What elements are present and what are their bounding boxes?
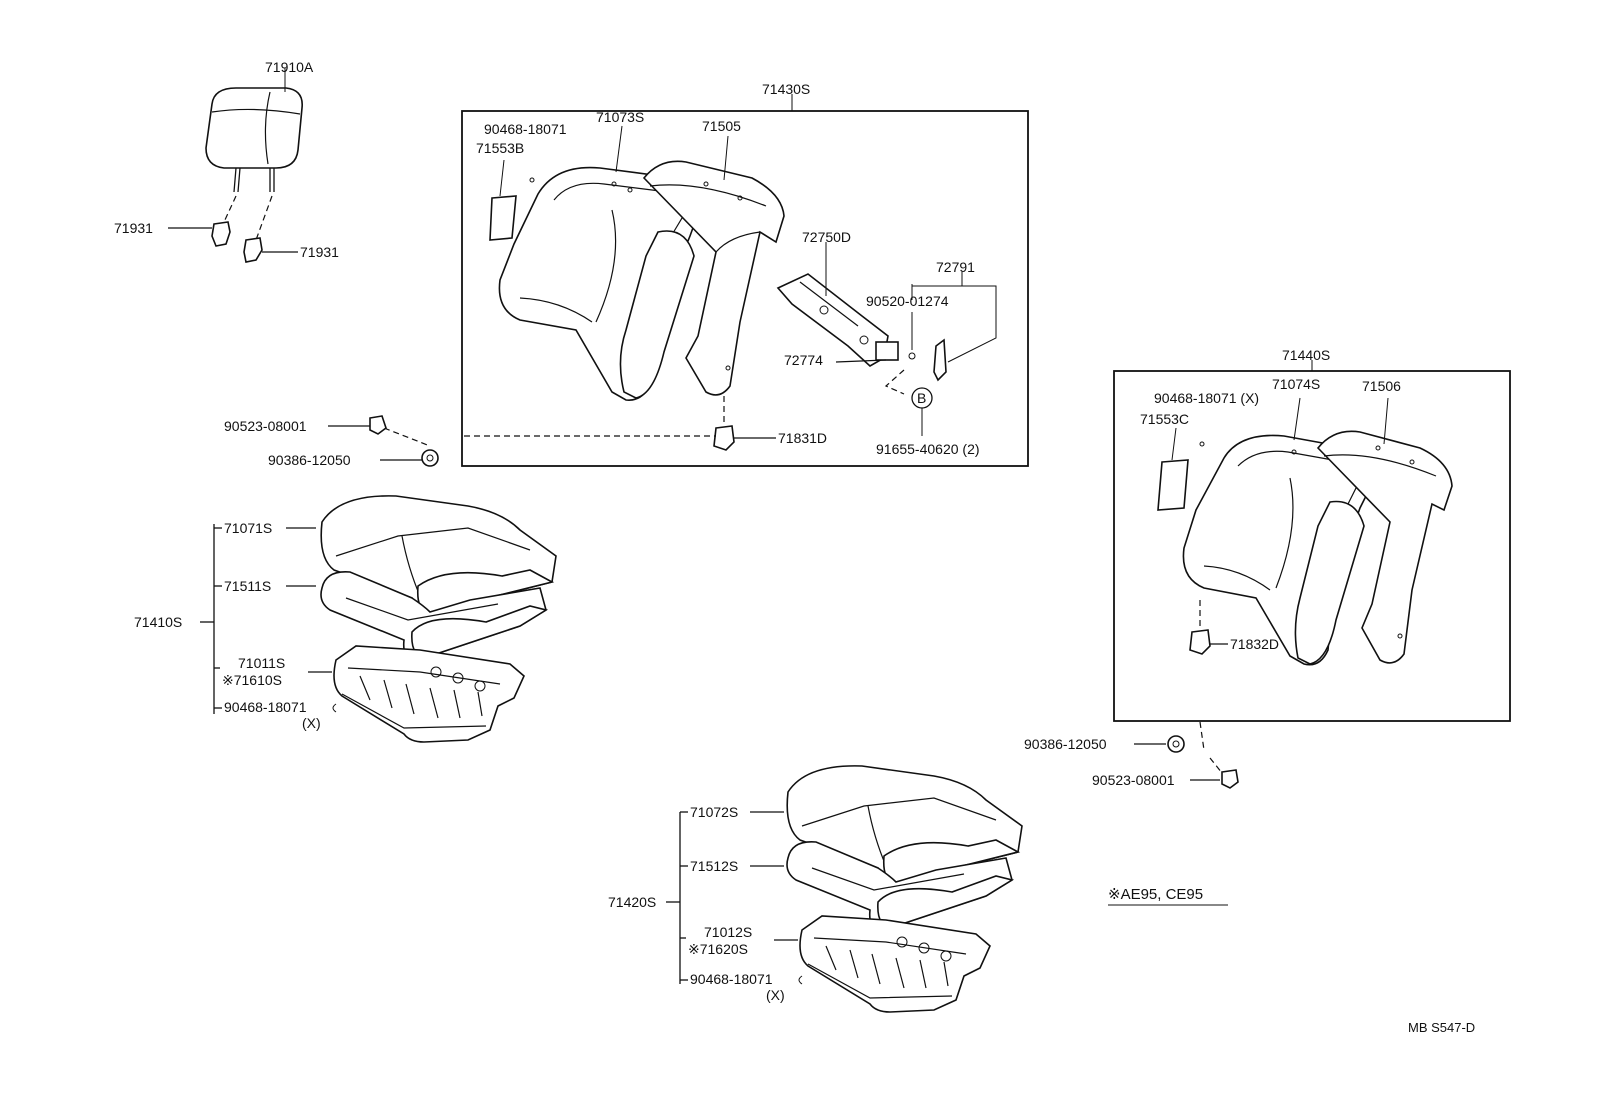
label-cover-recliner: 72774 (784, 352, 823, 368)
label-recliner: 72750D (802, 229, 851, 245)
label-cushion-front-clip-qty: (X) (302, 715, 321, 731)
label-cushion-rear-assy: 71420S (608, 894, 656, 910)
label-headrest: 71910A (265, 59, 314, 75)
label-washer-front-left: 90386-12050 (268, 452, 351, 468)
label-rear-back-cover: 71074S (1272, 376, 1320, 392)
label-bracket: 72791 (936, 259, 975, 275)
label-bolt-front: 90520-01274 (866, 293, 949, 309)
label-bushing-rear: 90523-08001 (1092, 772, 1175, 788)
label-rear-back-board: 71506 (1362, 378, 1401, 394)
label-rear-back-assy: 71440S (1282, 347, 1330, 363)
label-cushion-front-assy: 71410S (134, 614, 182, 630)
label-cushion-rear-pad: 71832D (1230, 636, 1279, 652)
diagram-code: MB S547-D (1408, 1020, 1475, 1035)
label-bushing-front-left: 90523-08001 (224, 418, 307, 434)
seatback-icon (1182, 434, 1374, 666)
label-cushion-front-frame: 71011S (238, 655, 285, 671)
seatback-board-icon (1316, 430, 1453, 664)
label-cushion-front-pad: 71831D (778, 430, 827, 446)
front-seatback-box (461, 110, 1029, 467)
pad-right-icon (1157, 459, 1189, 511)
label-pad-note-right: 90468-18071 (X) (1154, 390, 1259, 406)
label-screw-front: 91655-40620 (2) (876, 441, 980, 457)
label-cushion-front-frame-alt: ※71610S (222, 672, 282, 688)
washer-icon (1167, 735, 1239, 789)
label-cushion-front-clip: 90468-18071 (224, 699, 307, 715)
seatback-icon (498, 166, 700, 401)
rear-back-bushing-icon (1189, 629, 1211, 655)
seat-cushion-icon (320, 495, 557, 743)
washer-icon (369, 415, 439, 467)
pad-left-icon (489, 195, 517, 241)
headrest-support-icon (211, 221, 263, 263)
label-front-back-board: 71505 (702, 118, 741, 134)
label-support-right: 71931 (300, 244, 339, 260)
label-front-back-cover: 71073S (596, 109, 644, 125)
label-pad-right: 71553C (1140, 411, 1189, 427)
label-support-left: 71931 (114, 220, 153, 236)
label-cushion-front-cover: 71071S (224, 520, 272, 536)
seat-cushion-icon (786, 765, 1023, 1013)
label-pad-note-left: 90468-18071 (484, 121, 567, 137)
bracket-icon (933, 338, 947, 382)
label-washer-rear: 90386-12050 (1024, 736, 1107, 752)
label-front-back-assy: 71430S (762, 81, 810, 97)
label-cushion-rear-frame-alt: ※71620S (688, 941, 748, 957)
label-cushion-rear-clip-qty: (X) (766, 987, 785, 1003)
seatback-board-icon (642, 160, 785, 396)
label-cushion-rear-pad-item: 71512S (690, 858, 738, 874)
label-ref-b: B (917, 390, 926, 406)
front-back-bushing-icon (713, 425, 735, 451)
label-cushion-rear-cover: 71072S (690, 804, 738, 820)
headrest-icon (205, 87, 303, 193)
label-cushion-front-pad-item: 71511S (224, 578, 271, 594)
note-model-applicability: ※AE95, CE95 (1108, 886, 1203, 903)
label-pad-left: 71553B (476, 140, 524, 156)
label-cushion-rear-clip: 90468-18071 (690, 971, 773, 987)
label-cushion-rear-frame: 71012S (704, 924, 752, 940)
